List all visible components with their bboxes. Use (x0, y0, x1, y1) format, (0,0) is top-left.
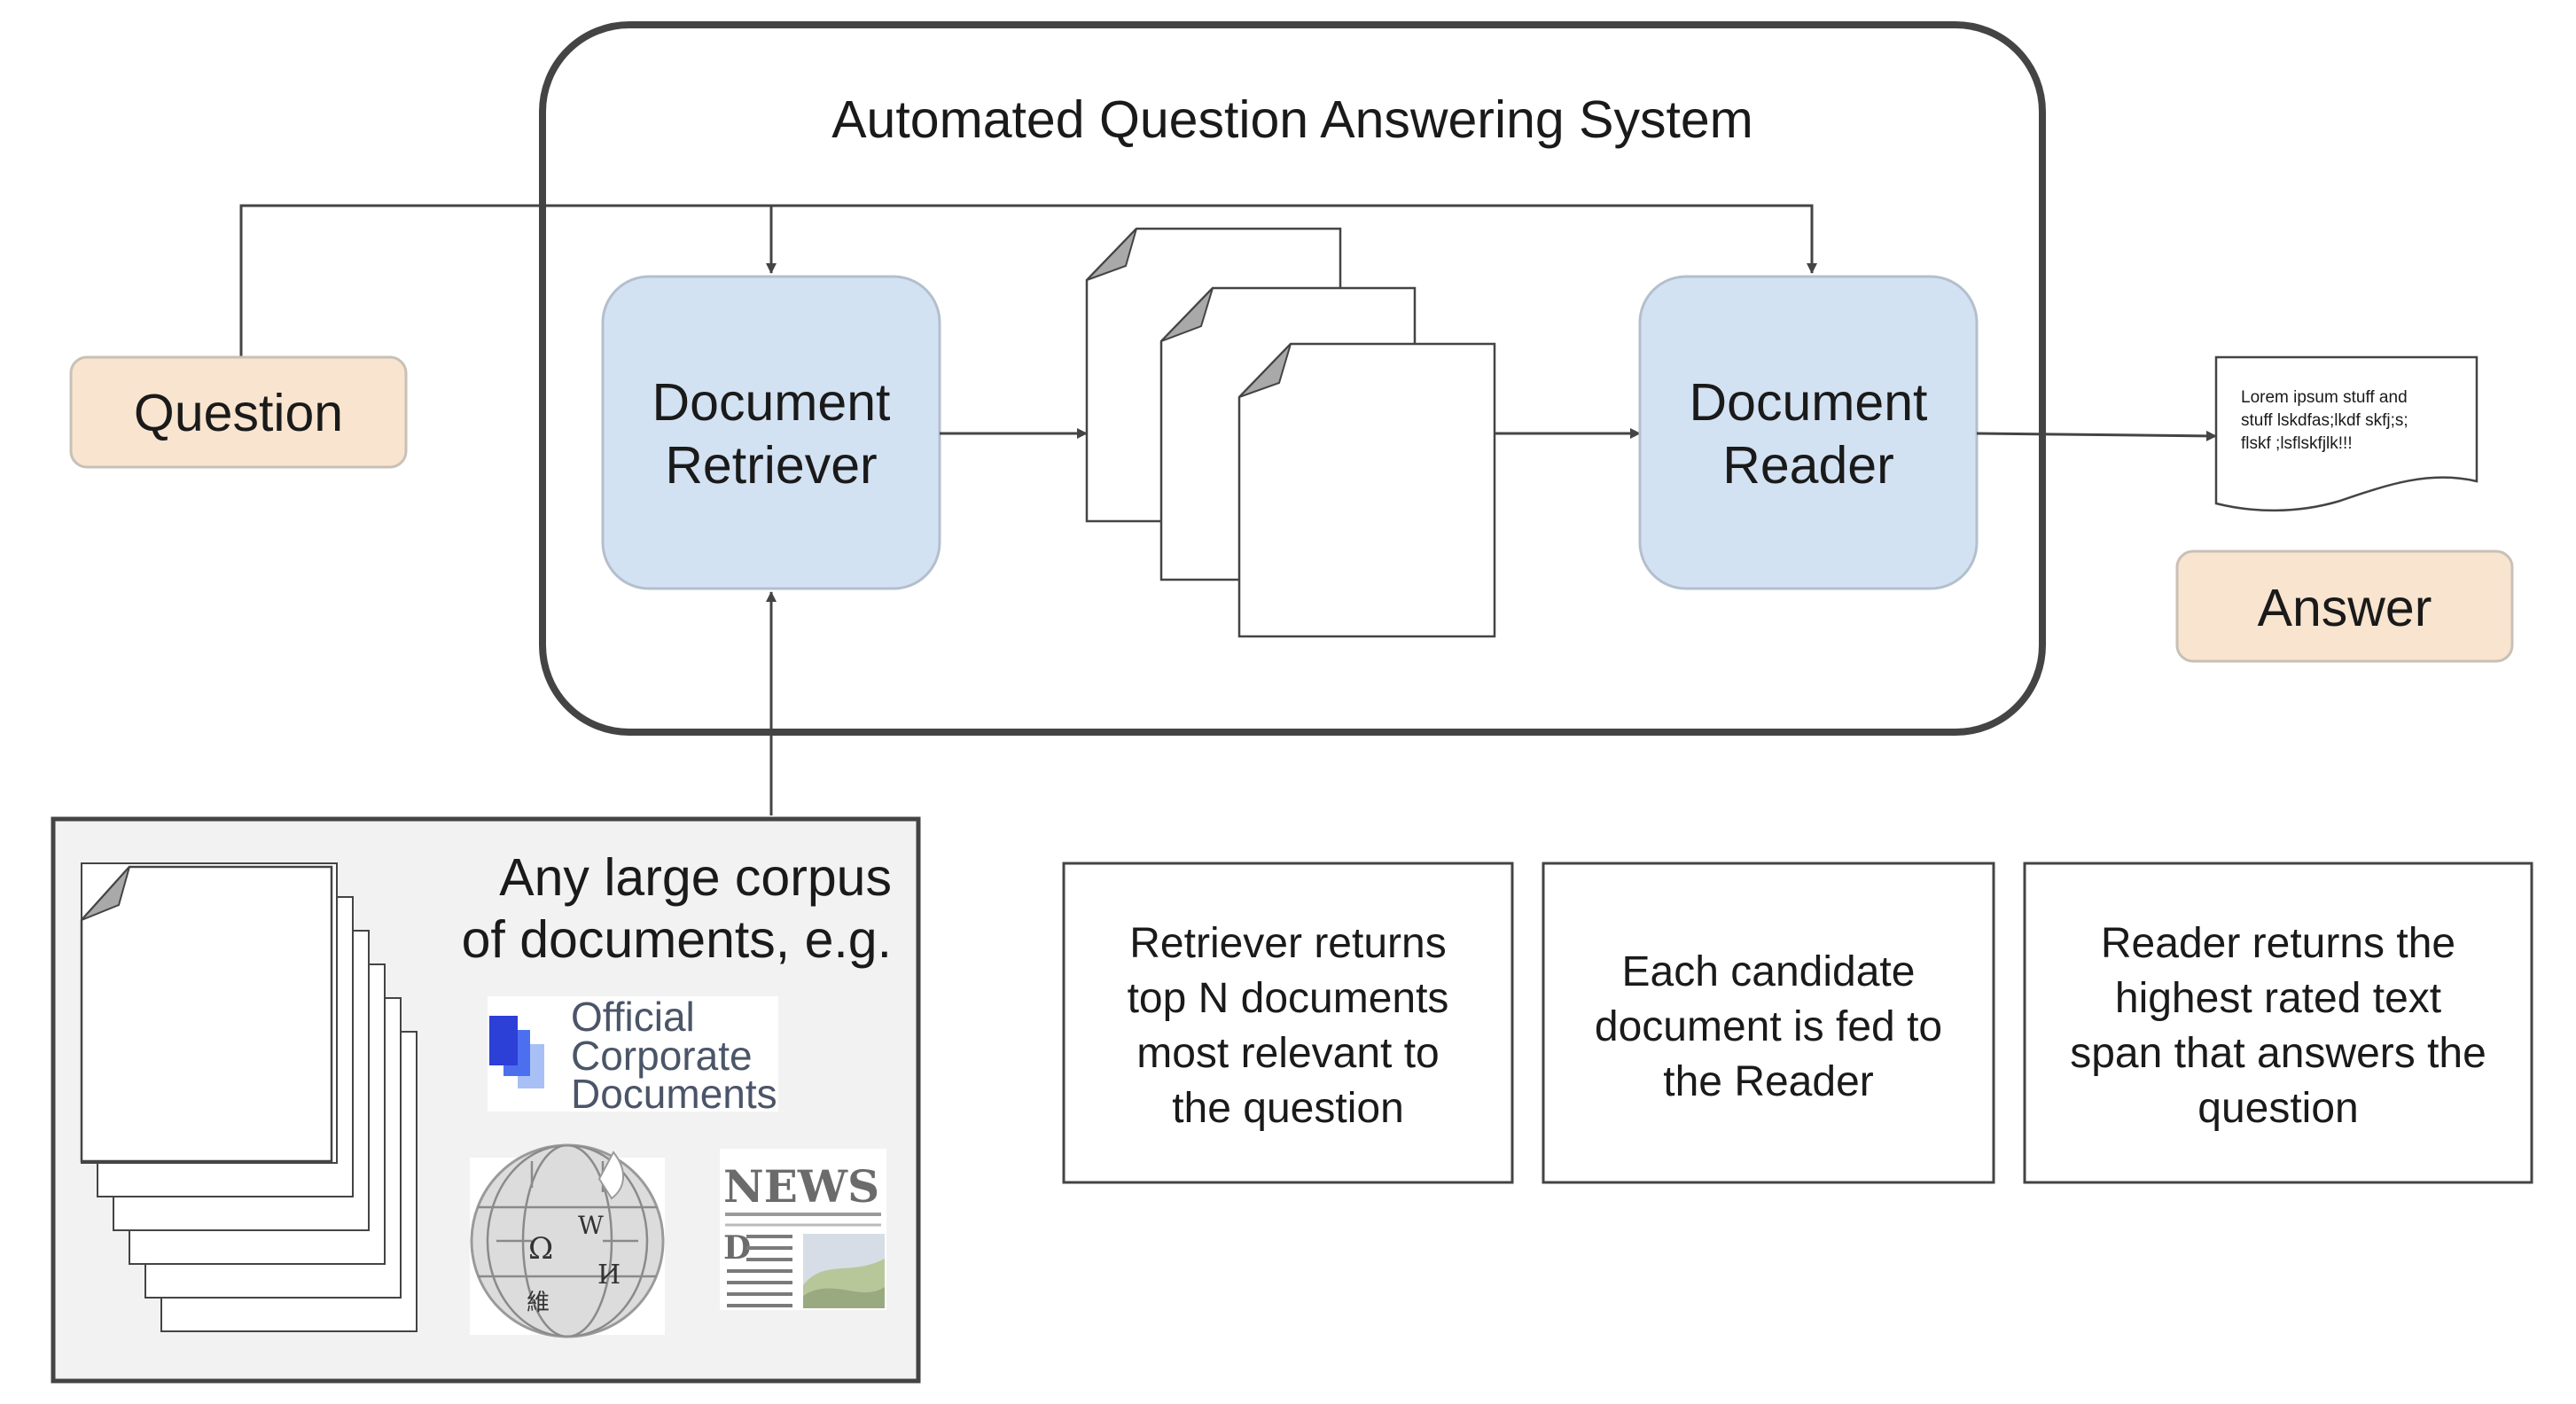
wikipedia-globe-icon: Ω W И 維 (470, 1143, 665, 1338)
caption-reader-line4: question (2197, 1085, 2358, 1132)
document-reader-box (1638, 275, 1979, 590)
caption-candidate-line3: the Reader (1663, 1058, 1874, 1105)
svg-text:И: И (597, 1260, 621, 1291)
question-label: Question (134, 384, 343, 442)
retriever-label-line1: Document (652, 373, 891, 432)
reader-label-line2: Reader (1722, 436, 1894, 495)
ocd-logo-icon: Official Corporate Documents (488, 994, 778, 1117)
caption-reader-line3: span that answers the (2070, 1030, 2486, 1077)
caption-retriever-box (1062, 862, 1514, 1184)
svg-text:Ω: Ω (528, 1231, 553, 1267)
answer-doc-line3: flskf ;lsflskfjlk!!! (2241, 434, 2353, 453)
svg-text:NEWS: NEWS (723, 1160, 879, 1213)
svg-text:W: W (578, 1211, 604, 1240)
caption-candidate-box (1542, 862, 1995, 1184)
corpus-label-line1: Any large corpus (499, 848, 892, 907)
reader-to-answer-arrow (1976, 430, 2217, 441)
answer-box (2175, 550, 2514, 663)
caption-retriever-line1: Retriever returns (1129, 920, 1446, 967)
svg-text:Official: Official (571, 994, 695, 1040)
caption-candidate-line1: Each candidate (1622, 948, 1916, 995)
answer-document-icon (2214, 355, 2478, 512)
corpus-documents-icon (80, 862, 418, 1332)
caption-candidate-line2: document is fed to (1595, 1003, 1942, 1050)
document-retriever-box (601, 275, 941, 590)
caption-retriever-line2: top N documents (1128, 975, 1449, 1022)
newspaper-icon: NEWS D (720, 1149, 886, 1310)
svg-text:Documents: Documents (571, 1071, 777, 1117)
answer-doc-line1: Lorem ipsum stuff and (2241, 388, 2408, 407)
question-to-reader-line (771, 204, 1817, 274)
svg-text:Corporate: Corporate (571, 1033, 753, 1079)
question-to-retriever-line (239, 204, 777, 357)
caption-retriever-line4: the question (1172, 1085, 1404, 1132)
svg-text:維: 維 (527, 1290, 550, 1316)
caption-reader-line1: Reader returns the (2101, 920, 2455, 967)
retriever-label-line2: Retriever (665, 436, 877, 495)
caption-reader-box (2023, 862, 2533, 1184)
answer-label: Answer (2258, 579, 2432, 637)
candidate-documents-icon (1085, 227, 1496, 638)
answer-doc-line2: stuff lskdfas;lkdf skfj;s; (2241, 411, 2408, 430)
system-title: Automated Question Answering System (831, 90, 1753, 149)
reader-label-line1: Document (1690, 373, 1928, 432)
caption-reader-line2: highest rated text (2115, 975, 2441, 1022)
question-box (69, 355, 408, 469)
corpus-label-line2: of documents, e.g. (462, 910, 892, 969)
caption-retriever-line3: most relevant to (1136, 1030, 1439, 1077)
